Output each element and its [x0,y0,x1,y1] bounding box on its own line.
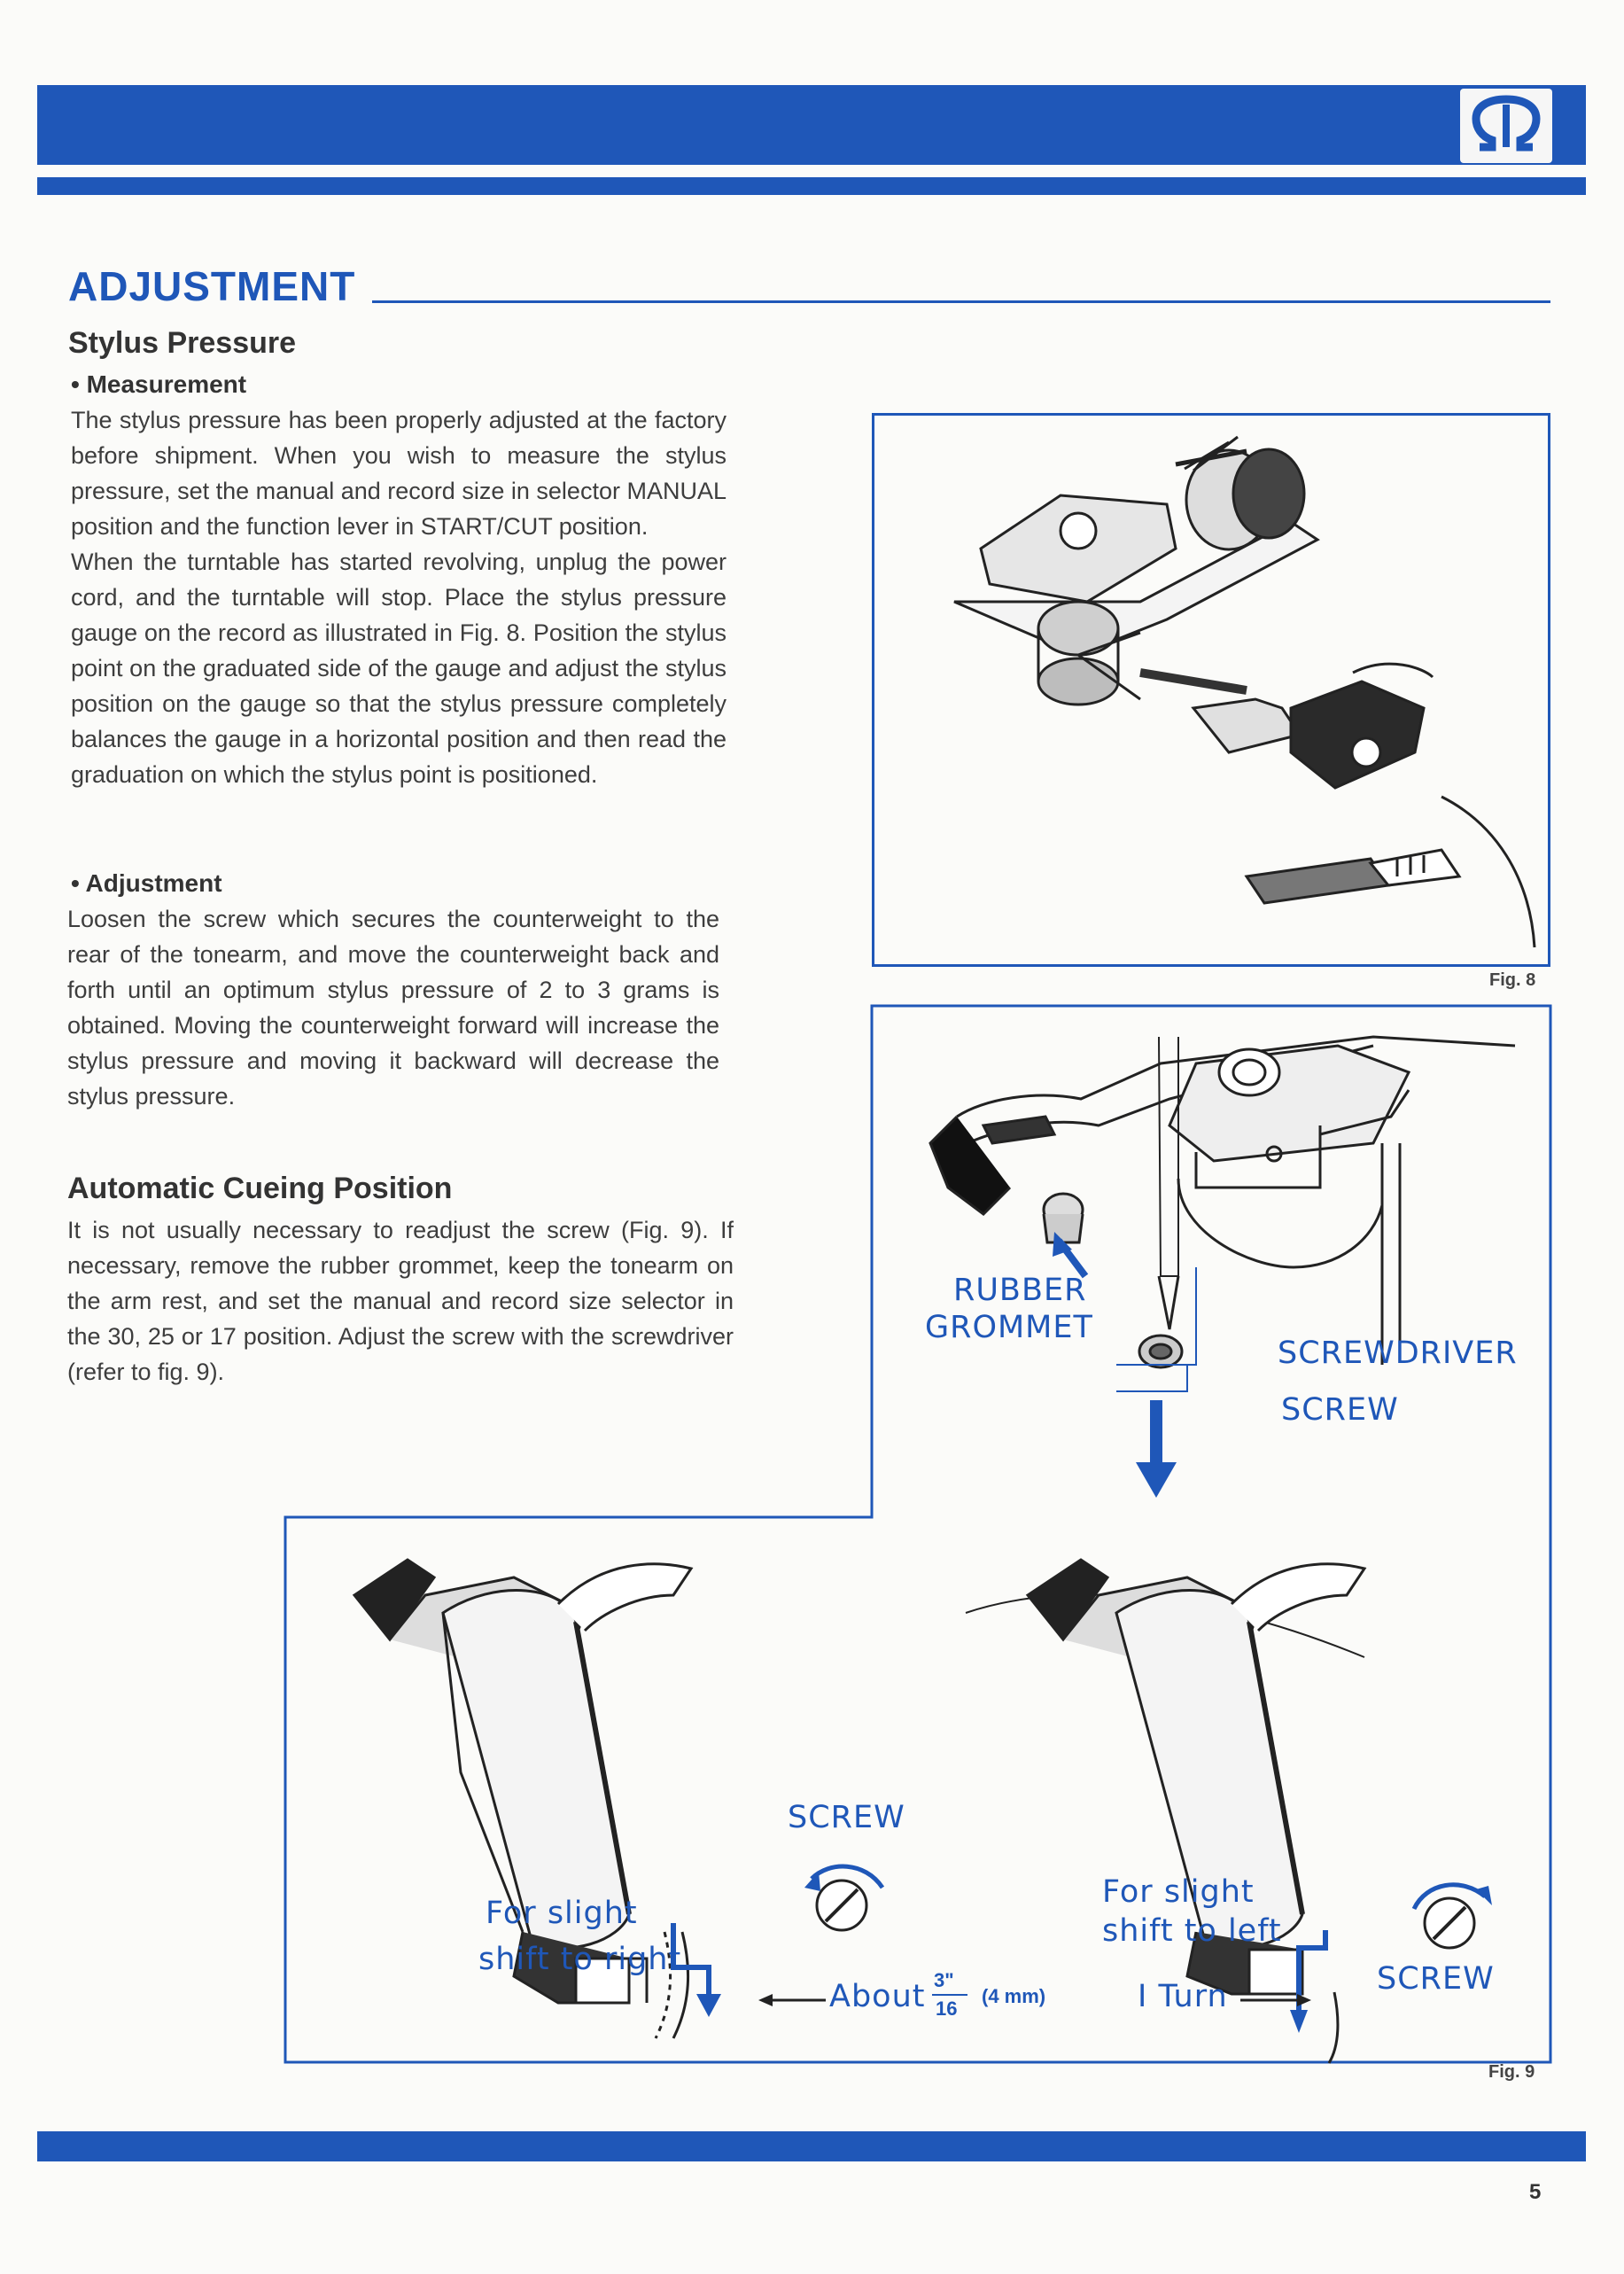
page-number: 5 [1529,2180,1542,2204]
shift-right-label-1: For slight [486,1896,638,1931]
about-arrow-icon [758,1994,826,2006]
fraction-bar [932,1994,967,1996]
fig9-top-illustration [929,1035,1516,1498]
fig8-illustration [953,435,1536,948]
cueing-paragraph: It is not usually necessary to readjust … [67,1217,734,1385]
fig9-caption: Fig. 9 [1488,2062,1535,2082]
stylus-pressure-heading: Stylus Pressure [68,326,297,360]
measurement-paragraph-2: When the turntable has started revolving… [71,549,727,788]
about-label: About [829,1979,926,2014]
measurement-paragraph-1: The stylus pressure has been properly ad… [71,407,727,540]
shift-right-label-2: shift to right [478,1942,682,1977]
fraction-numerator: 3" [934,1969,954,1991]
adjustment-subheading: • Adjustment [71,869,222,897]
fig9-right-cartridge [965,1558,1367,1996]
cueing-text: It is not usually necessary to readjust … [67,1212,734,1390]
footer-bar [37,2131,1586,2161]
turn-arrow-icon [1240,1994,1311,2006]
adjustment-paragraph: Loosen the screw which secures the count… [67,906,719,1110]
shift-left-label-1: For slight [1102,1874,1255,1910]
omega-logo-icon [1460,89,1552,163]
fig9-left-cartridge [352,1558,721,2039]
adjustment-text: Loosen the screw which secures the count… [67,901,719,1114]
shift-left-arrow-icon [1290,1930,1340,2064]
fig8-frame [872,413,1550,967]
fraction-denominator: 16 [936,1998,958,2020]
screw-label-right: SCREW [1377,1961,1495,1997]
grommet-label: GROMMET [925,1310,1093,1345]
screw-rotate-icon [804,1864,885,1932]
fig8-caption: Fig. 8 [1489,970,1536,990]
screw-label-top: SCREW [1281,1392,1399,1428]
header-thin-bar [37,177,1586,195]
measurement-text: The stylus pressure has been properly ad… [71,402,727,792]
section-title: ADJUSTMENT [68,263,356,309]
cueing-heading: Automatic Cueing Position [67,1172,453,1205]
screw-rotate-right-icon [1411,1882,1492,1950]
screwdriver-label: SCREWDRIVER [1278,1336,1518,1371]
turn-label: I Turn [1138,1979,1228,2014]
section-title-rule [372,300,1550,303]
rubber-label: RUBBER [953,1273,1087,1308]
screw-label-mid: SCREW [788,1800,905,1835]
mm-label: (4 mm) [982,1985,1046,2007]
measurement-subheading: • Measurement [71,370,247,398]
shift-left-label-2: shift to left [1102,1913,1282,1949]
header-bar [37,85,1586,165]
